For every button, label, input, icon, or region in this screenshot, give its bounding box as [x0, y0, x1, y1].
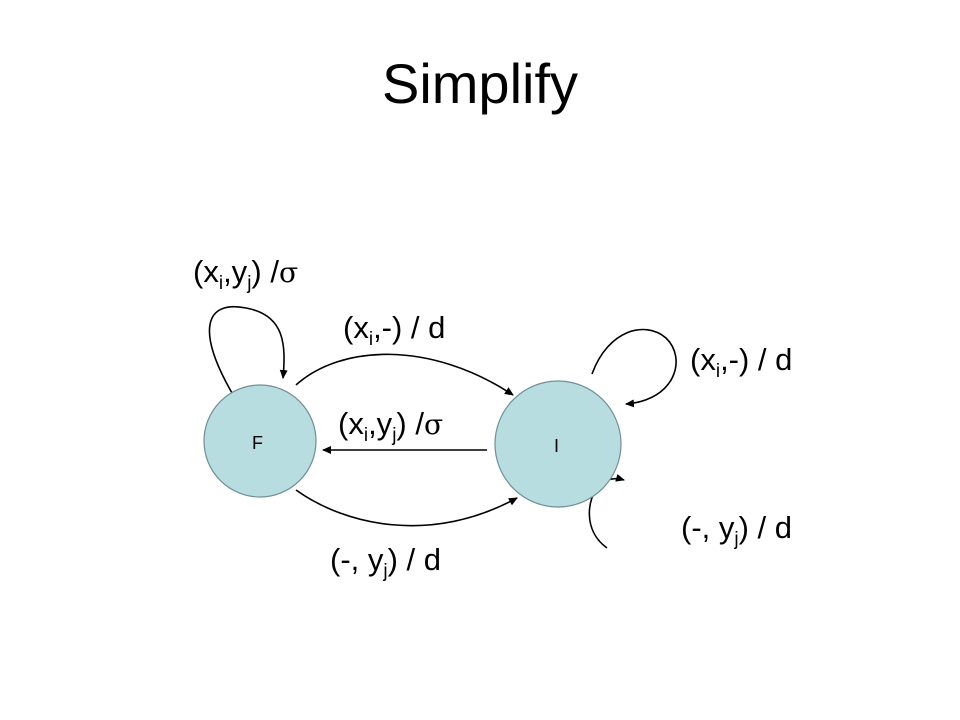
label-text: (x: [343, 310, 369, 345]
label-i-self-loop-bottom: (-, yj) / d: [681, 510, 793, 549]
label-f-to-i-bottom: (-, yj) / d: [330, 542, 442, 581]
label-text: ,-) / d: [720, 342, 793, 377]
edge-i-self-loop-top: [591, 328, 677, 408]
label-subscript: i: [715, 361, 721, 382]
edge-f-self-loop: [208, 306, 288, 394]
label-text: (x: [193, 254, 219, 289]
label-text: (-, y: [330, 542, 384, 577]
label-text: ) /: [396, 406, 424, 441]
label-subscript: i: [368, 329, 374, 350]
node-i: [494, 380, 622, 508]
label-i-to-f: (xi,yj) /σ: [338, 406, 444, 445]
label-text: ,y: [223, 254, 248, 289]
label-i-self-loop-top: (xi,-) / d: [690, 342, 793, 381]
sigma-symbol: σ: [423, 408, 444, 441]
node-f: [203, 384, 317, 498]
label-subscript: i: [218, 273, 224, 294]
label-f-to-i-top: (xi,-) / d: [343, 310, 446, 349]
node-i-label: I: [554, 436, 560, 456]
node-f-label: F: [252, 433, 263, 453]
label-subscript: i: [363, 425, 369, 446]
edge-f-to-i-bottom: [295, 489, 518, 527]
label-f-self-loop: (xi,yj) /σ: [193, 254, 299, 293]
edge-f-to-i-top: [295, 353, 514, 396]
label-text: ,y: [368, 406, 393, 441]
label-subscript: j: [392, 425, 397, 446]
slide-title: Simplify: [381, 52, 579, 115]
sigma-symbol: σ: [278, 256, 299, 289]
label-subscript: j: [383, 561, 388, 582]
label-subscript: j: [247, 273, 252, 294]
label-text: ,-) / d: [373, 310, 446, 345]
label-text: (-, y: [681, 510, 735, 545]
label-text: ) / d: [387, 542, 442, 577]
label-text: ) / d: [738, 510, 793, 545]
label-subscript: j: [734, 529, 739, 550]
label-text: (x: [690, 342, 716, 377]
label-text: ) /: [251, 254, 279, 289]
label-text: (x: [338, 406, 364, 441]
